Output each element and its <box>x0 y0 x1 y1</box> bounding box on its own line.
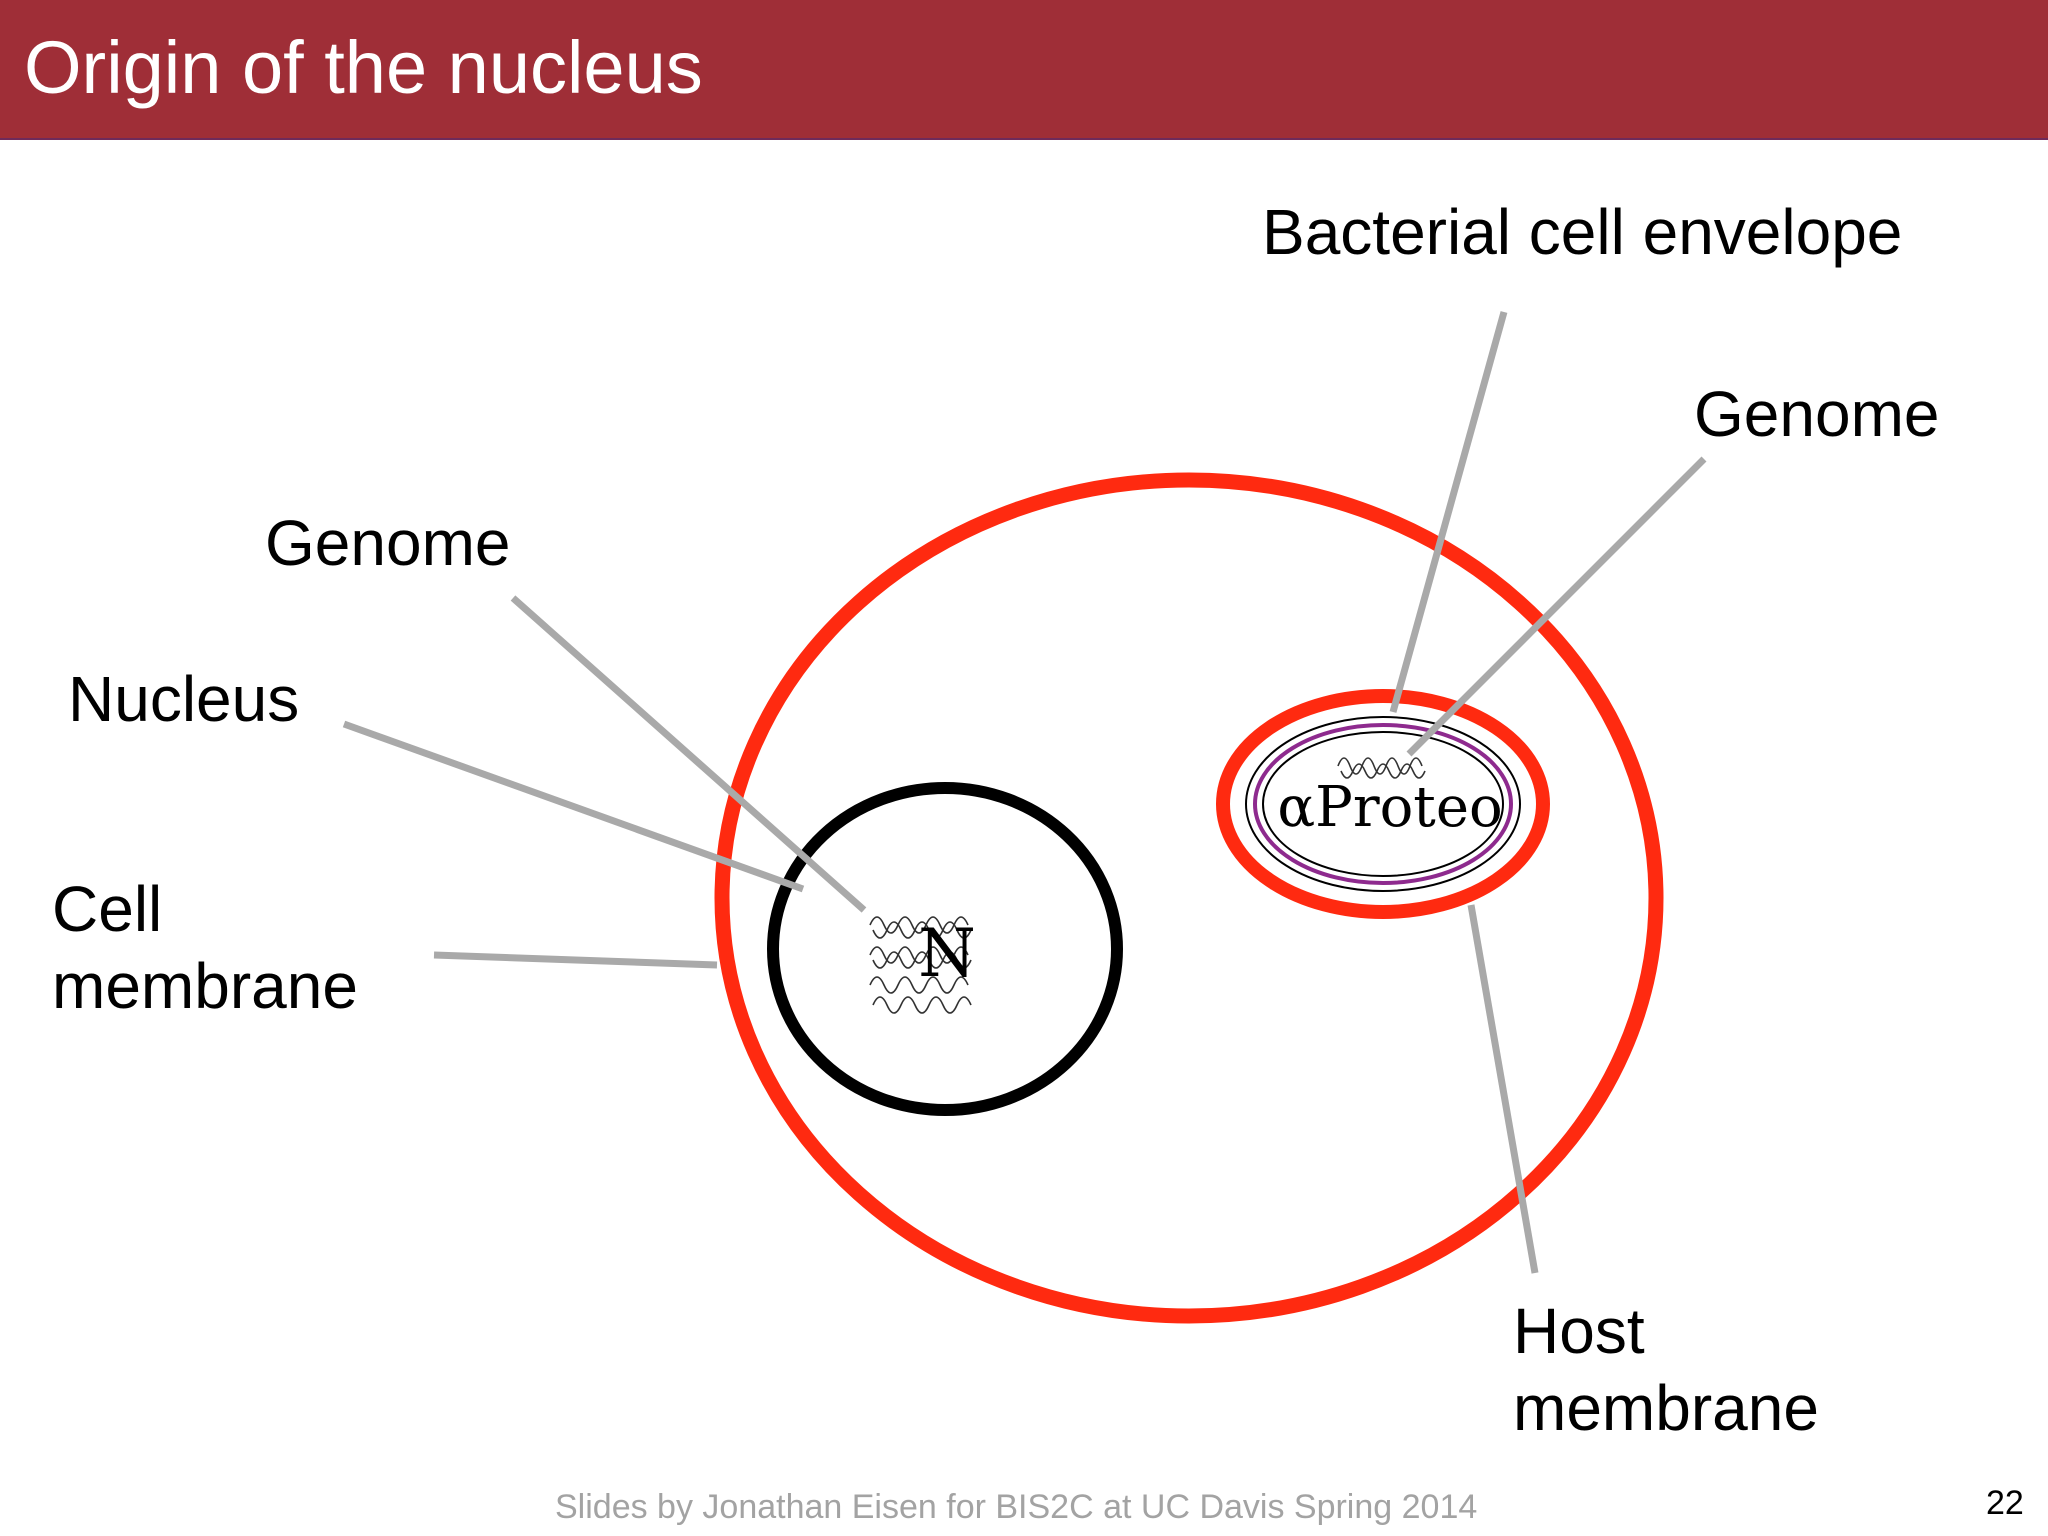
leader-host-membrane <box>1467 904 1539 1274</box>
bacterial-envelope-outer <box>1245 716 1521 892</box>
nucleus-letter: N <box>918 915 976 992</box>
leader-bacterial-envelope <box>1389 311 1508 713</box>
slide-footer: Slides by Jonathan Eisen for BIS2C at UC… <box>555 1488 1478 1526</box>
page-number: 22 <box>1986 1484 2024 1522</box>
label-genome-right: Genome <box>1694 378 1940 450</box>
bacterial-genome <box>1337 757 1426 779</box>
leader-cell-membrane <box>433 951 718 969</box>
label-host-membrane-line2: membrane <box>1513 1371 1819 1444</box>
leader-nucleus <box>342 720 805 893</box>
bacterium-label: αProteo <box>1277 775 1502 840</box>
leader-genome-right <box>1406 456 1707 757</box>
label-cell-membrane: Cell membrane <box>52 871 358 1025</box>
nucleus-genome <box>869 916 972 1014</box>
host-membrane-outline <box>1216 689 1550 919</box>
label-bacterial-cell-envelope: Bacterial cell envelope <box>1262 196 1903 268</box>
label-host-membrane-line1: Host <box>1513 1295 1645 1367</box>
label-nucleus: Nucleus <box>68 663 300 735</box>
slide-title: Origin of the nucleus <box>24 26 703 109</box>
bacterial-envelope-purple <box>1253 723 1513 885</box>
label-genome-left: Genome <box>265 507 511 579</box>
cell-membrane-outline <box>714 472 1664 1324</box>
label-cell-membrane-line2: membrane <box>52 949 358 1022</box>
label-cell-membrane-line1: Cell <box>52 873 163 945</box>
bacterial-envelope-inner <box>1262 731 1504 877</box>
leader-lines <box>342 311 1707 1274</box>
label-host-membrane: Host membrane <box>1513 1293 1819 1447</box>
title-bar: Origin of the nucleus <box>0 0 2048 140</box>
nucleus-outline <box>767 782 1123 1116</box>
leader-genome-left <box>510 595 867 913</box>
